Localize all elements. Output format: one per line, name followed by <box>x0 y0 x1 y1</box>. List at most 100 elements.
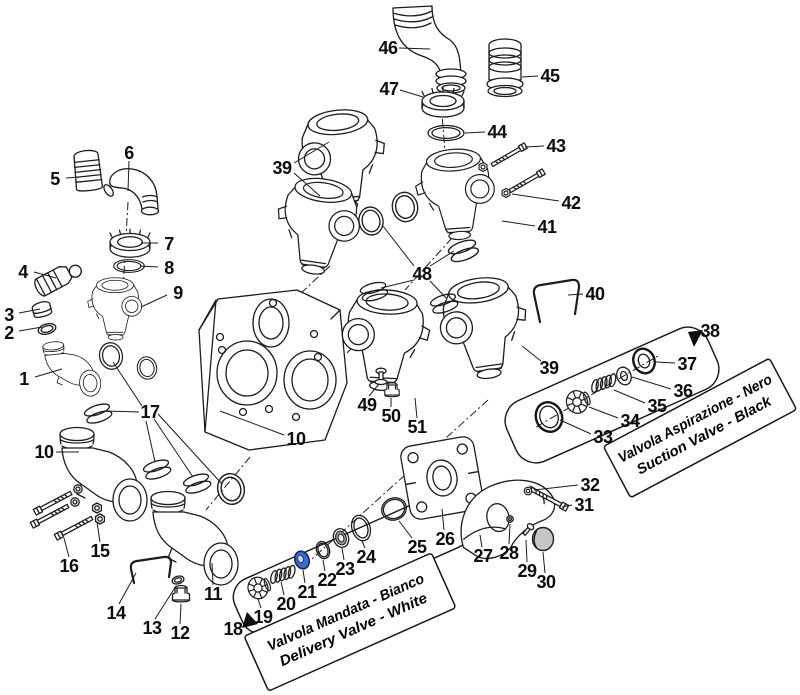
part-number-31: 31 <box>574 495 594 515</box>
callout-47: 47 <box>379 79 424 99</box>
part-9-manifold-fitting <box>87 277 143 341</box>
leader-line-6 <box>127 160 130 192</box>
pointer-triangle-38 <box>688 330 703 347</box>
leader-line-41 <box>501 220 536 227</box>
part-10-inlet-manifold-left <box>59 426 148 522</box>
leader-line-24 <box>361 540 366 549</box>
callout-17: 17 <box>103 361 223 485</box>
callout-26: 26 <box>435 508 455 549</box>
leader-line-30 <box>542 551 546 574</box>
part-13-o-ring <box>171 575 185 585</box>
leader-line-22 <box>322 559 326 572</box>
part-44-o-ring <box>427 124 465 142</box>
leader-line-14 <box>118 572 137 605</box>
leader-line-4 <box>33 271 57 279</box>
callout-46: 46 <box>378 38 431 58</box>
part-number-13: 13 <box>142 618 162 638</box>
part-number-10: 10 <box>286 429 306 449</box>
leader-line-17 <box>103 410 140 413</box>
callout-7: 7 <box>141 234 175 254</box>
callout-4: 4 <box>18 262 57 282</box>
part-39-valve-fitting-right <box>433 271 535 385</box>
leader-line-42 <box>511 193 560 202</box>
part-14-clip <box>129 555 173 585</box>
part-number-15: 15 <box>90 541 110 561</box>
part-number-26: 26 <box>435 529 455 549</box>
part-42-bolt <box>507 168 546 195</box>
part-number-44: 44 <box>487 122 507 142</box>
callout-15: 15 <box>90 521 110 561</box>
leader-line-17 <box>112 361 143 407</box>
callout-24: 24 <box>356 540 376 567</box>
leader-line-8 <box>139 265 159 268</box>
suction-valve-boundary <box>504 326 720 464</box>
group-delivery-valve-parts <box>244 514 372 603</box>
leader-line-9 <box>140 294 168 308</box>
callout-40: 40 <box>567 284 605 304</box>
callout-11: 11 <box>204 562 223 604</box>
leader-line-31 <box>561 504 573 508</box>
leader-line-29 <box>525 539 528 563</box>
part-4-fitting <box>34 264 82 297</box>
part-number-24: 24 <box>356 547 376 567</box>
part-29-screw <box>522 523 535 536</box>
part-number-35: 35 <box>647 396 667 416</box>
callout-38: 38 <box>688 321 720 347</box>
part-number-37: 37 <box>677 354 697 374</box>
leader-line-17 <box>153 418 194 478</box>
callout-44: 44 <box>464 122 507 142</box>
callout-layer: 1234567891010111213141516171819202122232… <box>4 38 720 643</box>
leader-line-48 <box>429 280 447 299</box>
part-number-18: 18 <box>223 619 243 639</box>
leader-line-17 <box>145 420 156 463</box>
part-49-valve-plug <box>374 367 388 386</box>
leader-line-12 <box>179 603 182 625</box>
leader-line-48 <box>429 250 455 267</box>
leader-line-21 <box>302 569 306 584</box>
part-34-valve-poppet <box>562 386 594 417</box>
part-number-50: 50 <box>381 406 401 426</box>
leader-line-44 <box>464 131 486 134</box>
part-number-21: 21 <box>297 582 317 602</box>
part-8-o-ring <box>113 259 145 273</box>
leader-line-13 <box>154 585 177 620</box>
leader-line-16 <box>63 537 70 558</box>
callout-23: 23 <box>335 547 355 579</box>
leader-line-48 <box>380 279 415 289</box>
leader-line-35 <box>613 389 646 404</box>
part-42-nut <box>501 187 511 199</box>
part-5-nipple <box>73 149 104 192</box>
leader-line-17 <box>157 413 223 485</box>
callout-1: 1 <box>19 368 63 389</box>
leader-line-32 <box>533 484 579 491</box>
group-suction-valve-parts <box>534 347 656 433</box>
part-number-48: 48 <box>412 264 432 284</box>
callout-39: 39 <box>521 345 559 378</box>
part-37-seal-ring <box>632 347 656 375</box>
part-number-33: 33 <box>593 427 613 447</box>
callout-27: 27 <box>473 534 493 566</box>
leader-line-34 <box>588 406 619 419</box>
callout-49: 49 <box>357 383 380 415</box>
pointer-triangle-18 <box>242 612 258 628</box>
leader-line-43 <box>524 145 545 148</box>
part-43-bolt <box>489 142 528 169</box>
callout-19: 19 <box>253 598 273 627</box>
leader-line-15 <box>96 521 101 543</box>
part-number-23: 23 <box>335 559 355 579</box>
part-50-plug <box>384 382 400 398</box>
callout-14: 14 <box>106 572 137 623</box>
part-number-1: 1 <box>19 369 29 389</box>
part-41-valve-fitting <box>412 146 499 243</box>
callout-37: 37 <box>655 354 697 374</box>
part-number-43: 43 <box>546 136 566 156</box>
part-number-34: 34 <box>620 411 640 431</box>
part-number-27: 27 <box>473 546 493 566</box>
callout-39: 39 <box>272 141 330 197</box>
callout-13: 13 <box>142 585 177 638</box>
part-number-39: 39 <box>272 158 292 178</box>
part-number-45: 45 <box>540 66 560 86</box>
part-number-29: 29 <box>517 561 537 581</box>
callout-36: 36 <box>631 376 693 401</box>
